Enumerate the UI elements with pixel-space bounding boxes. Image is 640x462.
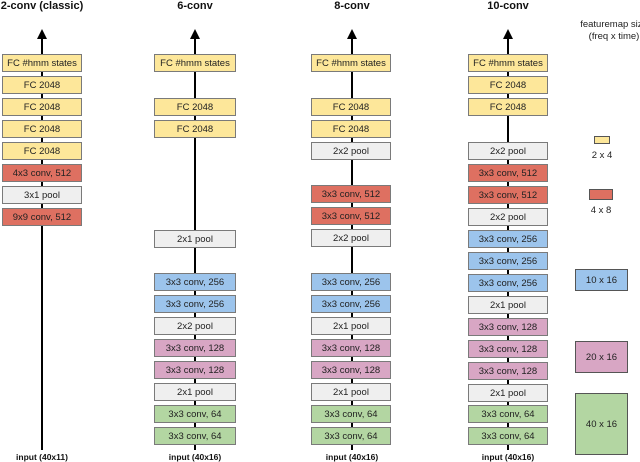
flow-arrow-line <box>41 38 43 450</box>
layer-fc-hmm: FC #hmm states <box>311 54 391 72</box>
layer-conv-128: 3x3 conv, 128 <box>468 318 548 336</box>
layer-fc-2048: FC 2048 <box>311 120 391 138</box>
layer-conv-128: 3x3 conv, 128 <box>468 362 548 380</box>
legend-label-10x16: 10 x 16 <box>585 274 618 286</box>
layer-pool: 2x1 pool <box>468 296 548 314</box>
layer-conv-256: 3x3 conv, 256 <box>311 295 391 313</box>
layer-fc-2048: FC 2048 <box>2 98 82 116</box>
layer-conv-512: 3x3 conv, 512 <box>311 207 391 225</box>
layer-conv-64: 3x3 conv, 64 <box>154 427 236 445</box>
input-label: input (40x16) <box>481 452 535 462</box>
legend-label-20x16: 20 x 16 <box>585 351 618 363</box>
layer-conv-256: 3x3 conv, 256 <box>154 295 236 313</box>
legend-title-line1: featuremap size <box>580 19 640 30</box>
layer-fc-2048: FC 2048 <box>154 98 236 116</box>
layer-fc-2048: FC 2048 <box>468 76 548 94</box>
layer-conv-512: 3x3 conv, 512 <box>311 185 391 203</box>
legend-swatch-2x4 <box>594 136 610 144</box>
column-title-10conv: 10-conv <box>487 0 529 12</box>
layer-conv-64: 3x3 conv, 64 <box>154 405 236 423</box>
arrow-up-icon <box>190 29 200 39</box>
layer-conv-256: 3x3 conv, 256 <box>154 273 236 291</box>
layer-pool: 2x2 pool <box>468 208 548 226</box>
legend-box-20x16: 20 x 16 <box>575 341 628 373</box>
input-label: input (40x11) <box>16 452 68 462</box>
layer-fc-hmm: FC #hmm states <box>468 54 548 72</box>
layer-conv-64: 3x3 conv, 64 <box>311 405 391 423</box>
layer-conv-256: 3x3 conv, 256 <box>311 273 391 291</box>
layer-conv-128: 3x3 conv, 128 <box>154 361 236 379</box>
column-title-6conv: 6-conv <box>177 0 213 12</box>
layer-conv-256: 3x3 conv, 256 <box>468 274 548 292</box>
input-label: input (40x16) <box>325 452 379 462</box>
layer-pool: 2x1 pool <box>311 383 391 401</box>
layer-conv-512: 4x3 conv, 512 <box>2 164 82 182</box>
layer-pool: 2x1 pool <box>468 384 548 402</box>
layer-conv-128: 3x3 conv, 128 <box>154 339 236 357</box>
layer-fc-hmm: FC #hmm states <box>154 54 236 72</box>
arrow-up-icon <box>347 29 357 39</box>
layer-pool: 2x1 pool <box>154 230 236 248</box>
column-title-2conv: 2-conv (classic) <box>0 0 84 12</box>
legend-label-2x4: 2 x 4 <box>591 150 613 161</box>
layer-fc-hmm: FC #hmm states <box>2 54 82 72</box>
input-label: input (40x16) <box>168 452 222 462</box>
layer-conv-64: 3x3 conv, 64 <box>468 405 548 423</box>
layer-fc-2048: FC 2048 <box>2 120 82 138</box>
legend-label-40x16: 40 x 16 <box>585 418 618 430</box>
layer-pool: 2x2 pool <box>311 229 391 247</box>
layer-pool: 2x2 pool <box>154 317 236 335</box>
layer-fc-2048: FC 2048 <box>311 98 391 116</box>
layer-fc-2048: FC 2048 <box>468 98 548 116</box>
layer-conv-64: 3x3 conv, 64 <box>311 427 391 445</box>
legend-swatch-4x8 <box>589 189 613 200</box>
arrow-up-icon <box>503 29 513 39</box>
layer-fc-2048: FC 2048 <box>2 142 82 160</box>
layer-fc-2048: FC 2048 <box>2 76 82 94</box>
layer-conv-256: 3x3 conv, 256 <box>468 252 548 270</box>
layer-pool: 2x1 pool <box>311 317 391 335</box>
layer-pool: 2x2 pool <box>311 142 391 160</box>
column-title-8conv: 8-conv <box>334 0 370 12</box>
legend-box-10x16: 10 x 16 <box>575 269 628 291</box>
legend-title-line2: (freq x time) <box>588 31 640 42</box>
layer-pool: 2x2 pool <box>468 142 548 160</box>
legend-box-40x16: 40 x 16 <box>575 393 628 455</box>
layer-conv-128: 3x3 conv, 128 <box>311 339 391 357</box>
layer-conv-256: 3x3 conv, 256 <box>468 230 548 248</box>
layer-conv-512: 9x9 conv, 512 <box>2 208 82 226</box>
arrow-up-icon <box>37 29 47 39</box>
layer-conv-512: 3x3 conv, 512 <box>468 164 548 182</box>
legend-label-4x8: 4 x 8 <box>590 205 612 216</box>
layer-conv-512: 3x3 conv, 512 <box>468 186 548 204</box>
layer-conv-64: 3x3 conv, 64 <box>468 427 548 445</box>
layer-fc-2048: FC 2048 <box>154 120 236 138</box>
legend-title: featuremap size (freq x time) <box>574 19 640 43</box>
layer-conv-128: 3x3 conv, 128 <box>311 361 391 379</box>
layer-pool: 2x1 pool <box>154 383 236 401</box>
layer-conv-128: 3x3 conv, 128 <box>468 340 548 358</box>
layer-pool: 3x1 pool <box>2 186 82 204</box>
